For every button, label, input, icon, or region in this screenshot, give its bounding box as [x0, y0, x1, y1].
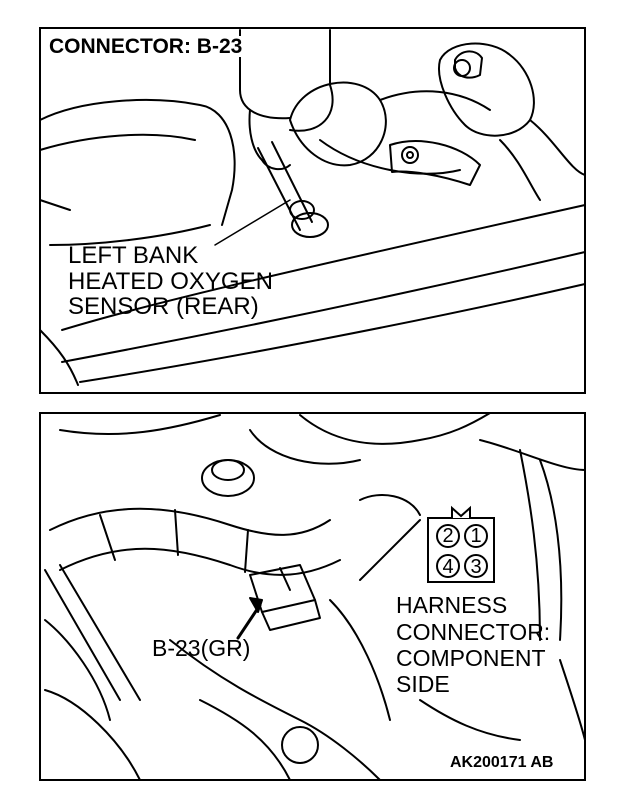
- pin-number-2: 2: [442, 525, 454, 547]
- sensor-label-line-1: LEFT BANK: [68, 242, 199, 269]
- upper-panel-frame: [39, 27, 586, 394]
- harness-label-line-3: COMPONENT: [396, 645, 546, 671]
- pin-number-3: 3: [470, 556, 482, 578]
- sensor-label-line-2: HEATED OXYGEN: [68, 268, 273, 295]
- lower-panel-frame: [39, 412, 586, 781]
- pin-1-circle: [464, 524, 488, 548]
- pin-2-circle: [436, 524, 460, 548]
- pin-4-circle: [436, 554, 460, 578]
- connector-latch: [451, 505, 471, 518]
- harness-label-line-4: SIDE: [396, 671, 450, 697]
- figure-id: AK200171 AB: [450, 754, 554, 771]
- harness-label-line-2: CONNECTOR:: [396, 619, 551, 645]
- connector-location-label: B-23(GR): [152, 635, 251, 661]
- sensor-label-line-3: SENSOR (REAR): [68, 293, 259, 320]
- lower-engine-illustration: [44, 412, 586, 781]
- pin-3-circle: [464, 554, 488, 578]
- harness-label-line-1: HARNESS: [396, 592, 508, 618]
- upper-engine-illustration: [39, 29, 586, 386]
- pin-number-4: 4: [442, 556, 454, 578]
- connector-title: CONNECTOR: B-23: [46, 36, 246, 57]
- pin-number-1: 1: [470, 525, 482, 547]
- harness-connector-diagram: [427, 505, 495, 583]
